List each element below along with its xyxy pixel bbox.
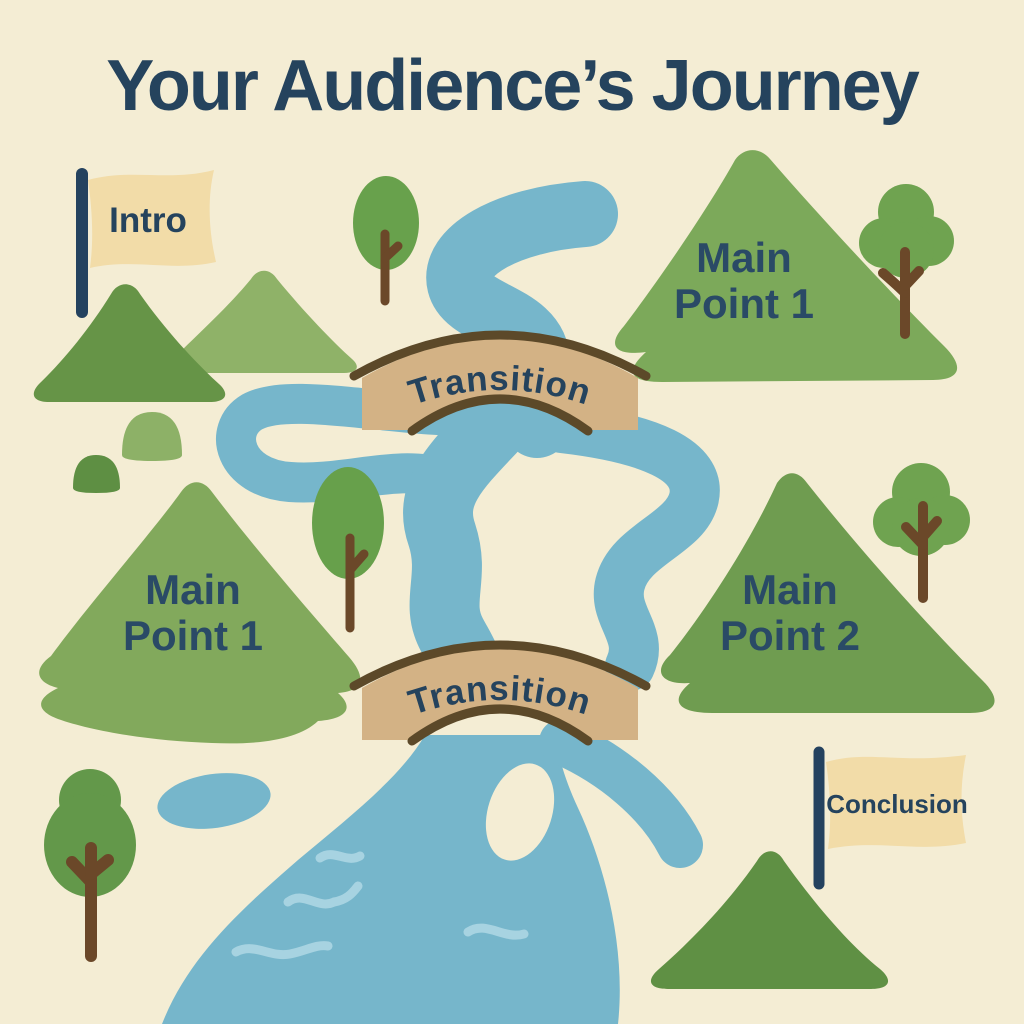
tree-canopy bbox=[353, 176, 419, 270]
bridge-1-arch-rail bbox=[407, 394, 593, 436]
tree-branch bbox=[380, 241, 403, 263]
flag-intro-banner bbox=[88, 170, 216, 268]
tree-middle bbox=[312, 467, 384, 633]
bridge-1-body bbox=[362, 338, 638, 430]
mountain-top-right bbox=[615, 150, 958, 382]
flag-conclusion: Conclusion bbox=[813, 746, 968, 890]
mountain-top-right-label: Main Point 1 bbox=[674, 234, 814, 327]
mountain-left-label-line1: Main bbox=[145, 566, 241, 613]
mountain-right-label: Main Point 2 bbox=[720, 566, 860, 659]
flag-conclusion-label: Conclusion bbox=[826, 789, 968, 819]
hill-intro-front bbox=[33, 284, 226, 402]
page-title: Your Audience’s Journey bbox=[106, 46, 919, 126]
mountain-top-right-label-line2: Point 1 bbox=[674, 280, 814, 327]
mountain-right-label-line2: Point 2 bbox=[720, 612, 860, 659]
mountain-right-label-line1: Main bbox=[742, 566, 838, 613]
tree-branch bbox=[878, 268, 910, 298]
bridge-1-top-rail bbox=[349, 330, 651, 381]
flag-conclusion-banner bbox=[826, 755, 966, 849]
tree-branch bbox=[345, 549, 369, 575]
river-right-finger bbox=[539, 719, 703, 868]
mountain-top-right-label-line1: Main bbox=[696, 234, 792, 281]
tree-bottom-left bbox=[44, 769, 136, 962]
bridge-2-body bbox=[362, 648, 638, 740]
river-ripple bbox=[231, 941, 333, 960]
river-ripple bbox=[463, 923, 529, 940]
river-ripple bbox=[315, 850, 365, 863]
tree-right-middle bbox=[873, 463, 970, 603]
mountain-left bbox=[39, 482, 361, 744]
tree-branch bbox=[900, 266, 924, 291]
mountain-left-label: Main Point 1 bbox=[123, 566, 263, 659]
hill-intro-back bbox=[169, 270, 357, 373]
hill-conclusion bbox=[650, 851, 889, 989]
mountain-left-label-line2: Point 1 bbox=[123, 612, 263, 659]
flag-intro: Intro bbox=[76, 168, 216, 318]
tree-branch bbox=[901, 522, 928, 550]
bush-small-dark bbox=[73, 455, 120, 493]
tree-top-center bbox=[353, 176, 419, 306]
bridge-1: Transition bbox=[349, 330, 651, 436]
river-island bbox=[485, 763, 555, 861]
river-ripple bbox=[283, 881, 363, 909]
bridge-2-top-rail bbox=[349, 640, 651, 691]
tree-top-right bbox=[859, 184, 954, 339]
flag-intro-label: Intro bbox=[109, 201, 187, 240]
bush-small-light bbox=[122, 412, 182, 461]
tree-branch bbox=[85, 854, 114, 880]
pond bbox=[157, 773, 271, 829]
river-right-channel bbox=[537, 403, 720, 691]
mountain-right bbox=[660, 473, 995, 713]
bridge-2-arch-rail bbox=[407, 704, 593, 746]
tree-branch bbox=[918, 516, 942, 542]
